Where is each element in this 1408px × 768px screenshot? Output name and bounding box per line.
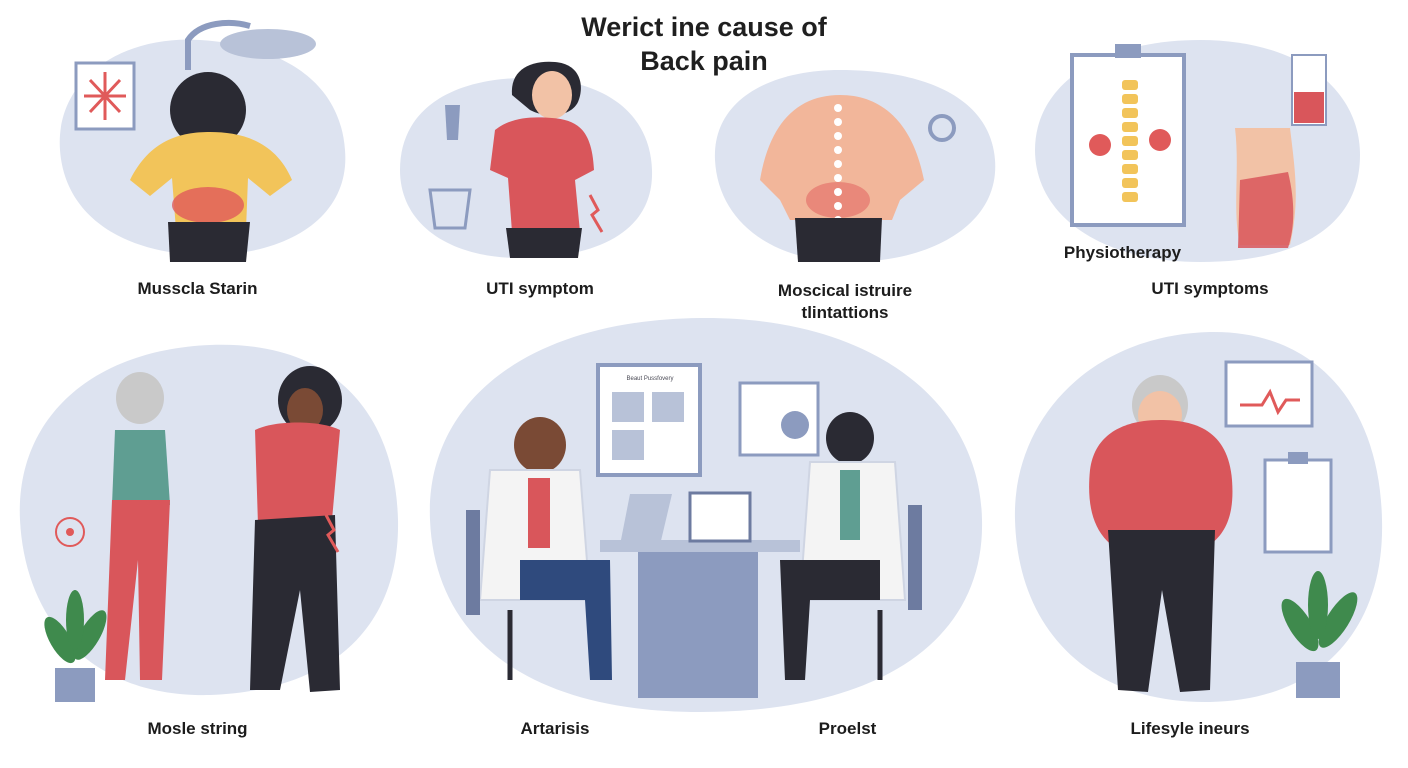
dark-pants <box>795 218 882 262</box>
dark-pants <box>1108 530 1215 692</box>
plant-icon <box>44 590 107 664</box>
kidney-left-icon <box>1089 134 1111 156</box>
teal-top <box>112 430 170 505</box>
red-shirt <box>490 117 594 232</box>
lower-back-pain <box>806 182 870 218</box>
laptop-left <box>620 494 672 545</box>
title-line-2: Back pain <box>640 46 768 76</box>
spine-dots <box>834 104 842 224</box>
red-pants <box>105 500 170 680</box>
wall-chart-text: Beaut Pussfovery <box>626 376 674 382</box>
checklist-clip <box>1288 452 1308 464</box>
chair-left-back <box>466 510 480 615</box>
lower-torso-pain <box>1238 172 1294 248</box>
panel-3-caption-line-1: Moscical istruire <box>777 281 913 300</box>
chart-thumb-2 <box>652 392 684 422</box>
flask-icon <box>445 105 460 140</box>
plant-pot <box>1296 662 1340 698</box>
kidney-icon <box>928 114 956 142</box>
heartbeat-icon <box>1240 388 1300 416</box>
dark-pants <box>250 515 340 692</box>
beaker-liquid <box>1294 92 1324 123</box>
laptop-screen <box>688 491 752 543</box>
bare-back <box>760 95 924 220</box>
woman-hair <box>170 72 246 148</box>
doctor-right-hair <box>826 412 874 464</box>
pain-zigzag-icon <box>588 194 604 233</box>
panel-8-caption: Lifesyle ineurs <box>1130 719 1250 738</box>
panel-4-caption: UTI symptoms <box>1151 279 1269 298</box>
doctor-right-shirt <box>840 470 860 540</box>
panel-1-art <box>74 19 316 262</box>
dark-pants <box>168 222 250 262</box>
plant-pot <box>55 668 95 702</box>
panel-5-caption: Mosle string <box>147 719 248 738</box>
dark-pants <box>506 228 582 258</box>
lamp-head <box>220 29 316 59</box>
yellow-shirt <box>130 132 292 230</box>
panel-7-caption: Proelst <box>818 719 877 738</box>
doctor-left-shirt <box>528 478 550 548</box>
chair-right-back <box>908 505 922 610</box>
clipboard-clip <box>1115 44 1141 58</box>
page-title: Werict ine cause of Back pain <box>0 10 1408 78</box>
ceiling-lamp-icon <box>185 19 251 70</box>
panel-2-art <box>428 61 604 258</box>
title-line-1: Werict ine cause of <box>581 12 827 42</box>
chart-thumb-3 <box>612 430 644 460</box>
physiotherapy-label: Physiotherapy <box>1063 243 1182 262</box>
panel-6-caption: Artarisis <box>520 719 590 738</box>
panel-3-caption-line-2: tlintattions <box>801 303 889 322</box>
woman-head <box>532 71 572 119</box>
doctor-left-pants <box>520 560 612 680</box>
muscle-diagram-icon <box>84 72 126 120</box>
kidney-right-icon <box>1149 129 1171 151</box>
red-shirt <box>255 422 340 525</box>
panel-1-caption: Musscla Starin <box>137 279 258 298</box>
panel-2-caption: UTI symptom <box>486 279 594 298</box>
panel-3-caption: Moscical istruire tlintattions <box>740 280 950 324</box>
panel-5-art <box>44 366 342 702</box>
woman-dark-head <box>287 388 323 432</box>
doctor-left-hair <box>514 417 566 473</box>
chart-thumb-1 <box>612 392 644 422</box>
pain-area-red <box>172 187 244 223</box>
panel-center-art <box>466 363 922 698</box>
doctor-right-pants <box>780 560 880 680</box>
desk-front <box>638 548 758 698</box>
panel-3-art <box>760 95 956 262</box>
signal-center <box>66 528 74 536</box>
pain-zigzag-icon <box>324 514 340 553</box>
plant-icon <box>1281 571 1358 652</box>
red-sweater <box>1089 420 1233 560</box>
spine-icon <box>1122 80 1138 202</box>
checklist-board <box>1263 458 1333 554</box>
grey-hair <box>116 372 164 424</box>
signal-icon <box>55 517 85 547</box>
glass-icon <box>428 188 472 230</box>
panel-4-art <box>1070 44 1327 248</box>
panel-8-art <box>1089 360 1358 698</box>
pie-chart-icon <box>781 411 809 439</box>
